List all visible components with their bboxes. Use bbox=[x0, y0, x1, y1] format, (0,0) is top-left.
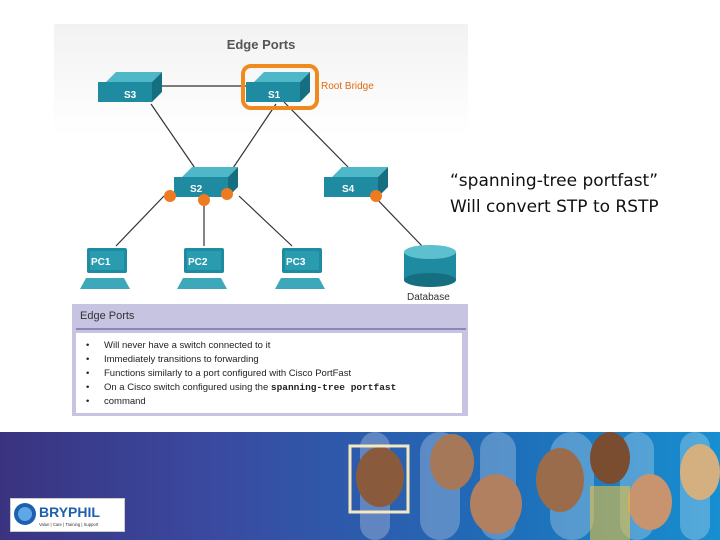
switch-s4: S4 bbox=[324, 167, 388, 197]
edge-port-marker bbox=[221, 188, 233, 200]
info-bullet: Will never have a switch connected to it bbox=[84, 339, 396, 353]
portfast-command: spanning-tree portfast bbox=[270, 382, 397, 393]
root-bridge-label: Root Bridge bbox=[321, 81, 374, 92]
pc3-label: PC3 bbox=[286, 257, 306, 268]
link-s1-s4 bbox=[283, 101, 349, 168]
pc3-computer: PC3 bbox=[275, 248, 325, 289]
switch-s2: S2 bbox=[174, 167, 238, 197]
info-bullet: Immediately transitions to forwarding bbox=[84, 353, 396, 367]
edge-port-marker bbox=[370, 190, 382, 202]
command-tail: command bbox=[104, 396, 146, 407]
info-heading: Edge Ports bbox=[80, 310, 135, 322]
pc1-label: PC1 bbox=[91, 257, 111, 268]
link-s4-database bbox=[371, 193, 423, 247]
pc2-computer: PC2 bbox=[177, 248, 227, 289]
switch-s1-label: S1 bbox=[268, 90, 281, 101]
bryphil-logo: BRYPHIL Value | Care | Training | Suppor… bbox=[10, 498, 125, 532]
switch-s2-label: S2 bbox=[190, 184, 203, 195]
switch-s3-label: S3 bbox=[124, 90, 137, 101]
info-bullet: Functions similarly to a port configured… bbox=[84, 367, 396, 381]
pc2-label: PC2 bbox=[188, 257, 208, 268]
info-bullet-text: On a Cisco switch configured using the bbox=[104, 382, 271, 393]
link-s2-pc1 bbox=[115, 195, 165, 247]
info-divider bbox=[76, 328, 466, 330]
link-s3-s2 bbox=[150, 103, 200, 175]
link-s1-s2 bbox=[228, 103, 277, 175]
side-text-line-2: Will convert STP to RSTP bbox=[450, 197, 659, 217]
edge-port-marker bbox=[198, 194, 210, 206]
logo-wordmark: BRYPHIL bbox=[39, 504, 100, 520]
switch-s1: S1 bbox=[241, 64, 319, 110]
switch-s4-label: S4 bbox=[342, 184, 355, 195]
people-photo-collage bbox=[348, 432, 720, 540]
banner-graphic bbox=[348, 432, 720, 540]
database-icon bbox=[404, 245, 456, 287]
link-s2-pc3 bbox=[238, 195, 293, 247]
edge-port-marker bbox=[164, 190, 176, 202]
info-bullet-list: Will never have a switch connected to it… bbox=[84, 339, 396, 409]
side-text-line-1: “spanning-tree portfast” bbox=[450, 171, 659, 191]
footer-banner: BRYPHIL Value | Care | Training | Suppor… bbox=[0, 432, 720, 540]
edge-ports-info-panel: Edge Ports Will never have a switch conn… bbox=[72, 304, 468, 416]
side-annotation: “spanning-tree portfast” Will convert ST… bbox=[450, 168, 718, 220]
switch-s3: S3 bbox=[98, 72, 162, 102]
info-bullet-command: On a Cisco switch configured using the s… bbox=[84, 381, 396, 395]
logo-tagline: Value | Care | Training | Support bbox=[39, 522, 99, 527]
logo-graphic: BRYPHIL Value | Care | Training | Suppor… bbox=[14, 503, 100, 527]
pc1-computer: PC1 bbox=[80, 248, 130, 289]
info-content: Will never have a switch connected to it… bbox=[76, 333, 462, 413]
database-label: Database bbox=[407, 292, 450, 303]
diagram-title: Edge Ports bbox=[226, 37, 296, 52]
info-bullet-continuation: command bbox=[84, 395, 396, 409]
topology-svg: S3 S1 Root Bridge S2 S4 bbox=[80, 64, 456, 303]
edge-ports-diagram: S3 S1 Root Bridge S2 S4 bbox=[54, 24, 468, 304]
